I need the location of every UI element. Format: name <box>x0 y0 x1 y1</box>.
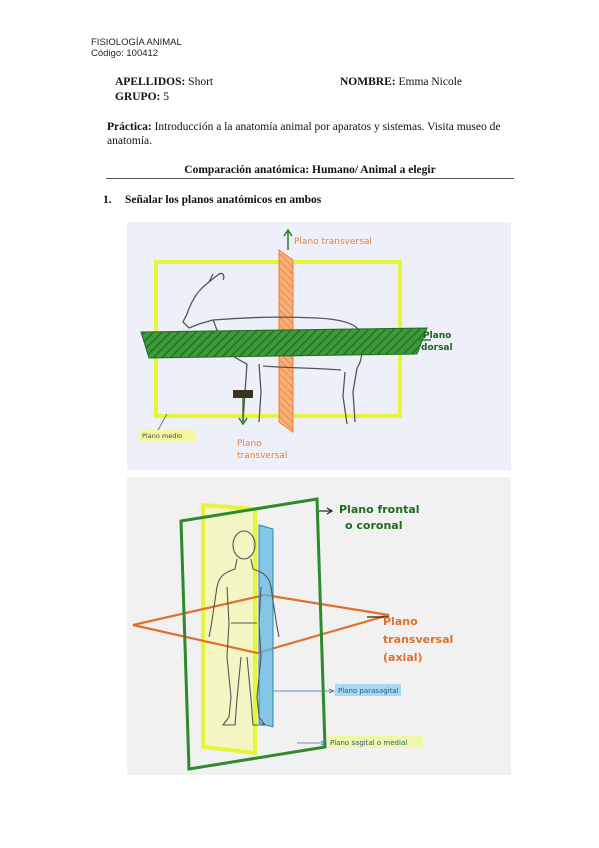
course-code: Código: 100412 <box>91 48 159 59</box>
sagital-highlight <box>327 736 423 748</box>
course-name: FISIOLOGÍA ANIMAL <box>91 37 182 48</box>
label-dorsal-line1: Plano <box>423 331 451 341</box>
frontal-plane <box>179 497 327 771</box>
human-pointer-lines <box>273 688 336 746</box>
label-frontal-line1: Plano frontal <box>339 503 420 516</box>
nombre-row: NOMBRE: Emma Nicole <box>340 75 462 89</box>
label-transversal-line3: (axial) <box>383 651 423 664</box>
practica-label: Práctica: <box>107 121 152 133</box>
label-frontal-line2: o coronal <box>345 519 402 532</box>
transverse-plane <box>132 593 390 655</box>
document-header: FISIOLOGÍA ANIMAL Código: 100412 <box>91 37 182 59</box>
medio-arrow <box>156 413 168 433</box>
label-transversal-line1: Plano <box>383 615 418 628</box>
label-parasagital: Plano parasagital <box>338 687 399 695</box>
apellidos-label: APELLIDOS: <box>115 76 186 88</box>
transverse-marker <box>233 390 253 398</box>
human-arrows <box>319 507 389 618</box>
grupo-label: GRUPO: <box>115 91 161 103</box>
goat-arrows <box>238 228 431 426</box>
label-transversal-top: Plano transversal <box>294 237 372 247</box>
apellidos-row: APELLIDOS: Short <box>115 75 213 89</box>
human-planes-image: Plano frontal o coronal Plano transversa… <box>127 477 511 775</box>
parasagittal-plane <box>258 524 274 728</box>
medio-highlight <box>139 430 195 441</box>
question-text: Señalar los planos anatómicos en ambos <box>125 194 322 206</box>
label-medio: Plano medio <box>142 432 182 440</box>
nombre-label: NOMBRE: <box>340 76 396 88</box>
parasagital-highlight <box>335 684 401 696</box>
question-1: 1. Señalar los planos anatómicos en ambos <box>103 194 321 206</box>
practica-paragraph: Práctica: Introducción a la anatomía ani… <box>107 120 517 148</box>
apellidos-value: Short <box>188 76 214 88</box>
section-title: Comparación anatómica: Humano/ Animal a … <box>184 164 436 176</box>
grupo-value: 5 <box>163 91 169 103</box>
practica-text: Introducción a la anatomía animal por ap… <box>107 121 501 147</box>
nombre-value: Emma Nicole <box>398 76 463 88</box>
grupo-row: GRUPO: 5 <box>115 90 169 104</box>
label-transversal-line2: transversal <box>383 633 453 646</box>
label-transversal-bottom-line2: transversal <box>237 451 287 461</box>
dorsal-plane <box>140 327 428 359</box>
question-number: 1. <box>103 194 112 206</box>
section-divider <box>106 178 514 179</box>
label-dorsal-line2: dorsal <box>421 343 453 353</box>
human-outline <box>208 530 280 726</box>
goat-planes-image: Plano transversal Plano dorsal Plano med… <box>127 222 511 470</box>
label-sagital: Plano sagital o medial <box>330 739 407 747</box>
label-transversal-bottom-line1: Plano <box>237 439 262 449</box>
